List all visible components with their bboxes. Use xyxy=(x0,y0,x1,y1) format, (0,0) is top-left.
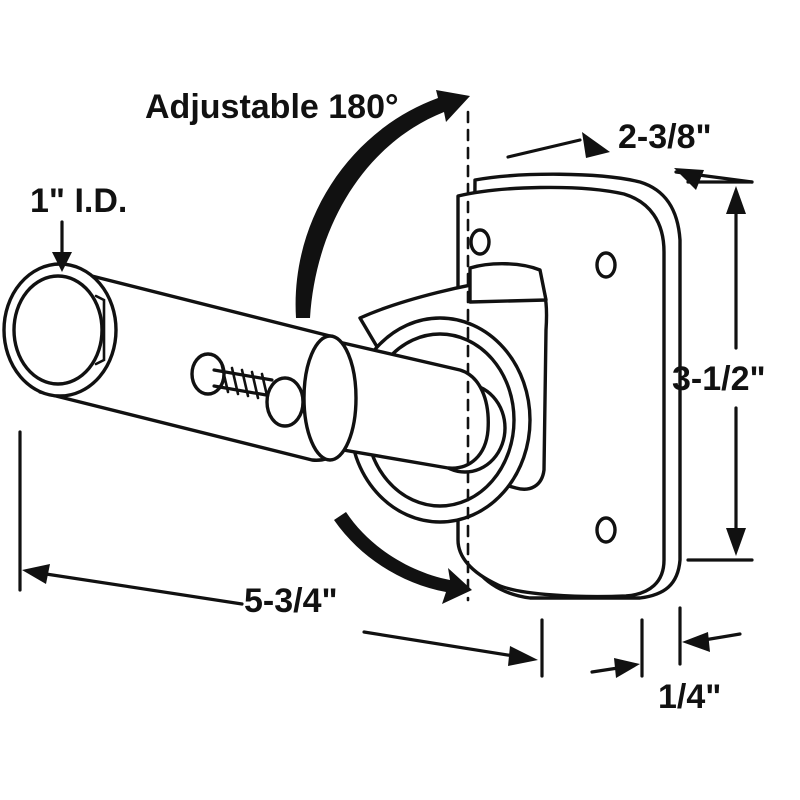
rotation-arrows xyxy=(295,90,472,604)
label-inner-diameter: 1" I.D. xyxy=(30,182,127,220)
rotation-arrow-up xyxy=(295,90,470,318)
label-height: 3-1/2" xyxy=(672,360,766,398)
screw-hole-top-right xyxy=(595,251,617,279)
label-length: 5-3/4" xyxy=(244,582,338,620)
dimension-height xyxy=(686,180,754,562)
dimension-length xyxy=(18,430,544,678)
set-screw xyxy=(190,352,305,428)
screw-hole-top-left xyxy=(469,228,491,256)
label-thickness: 1/4" xyxy=(658,678,721,716)
swing-arm xyxy=(318,338,490,470)
dimension-thickness xyxy=(590,606,742,678)
label-adjustable: Adjustable 180° xyxy=(145,88,399,126)
dimension-depth xyxy=(506,132,754,190)
label-depth: 2-3/8" xyxy=(618,118,712,156)
dimension-inner-diameter xyxy=(52,220,72,272)
rotation-arrow-down xyxy=(334,512,472,604)
screw-hole-bottom-right xyxy=(595,516,617,544)
